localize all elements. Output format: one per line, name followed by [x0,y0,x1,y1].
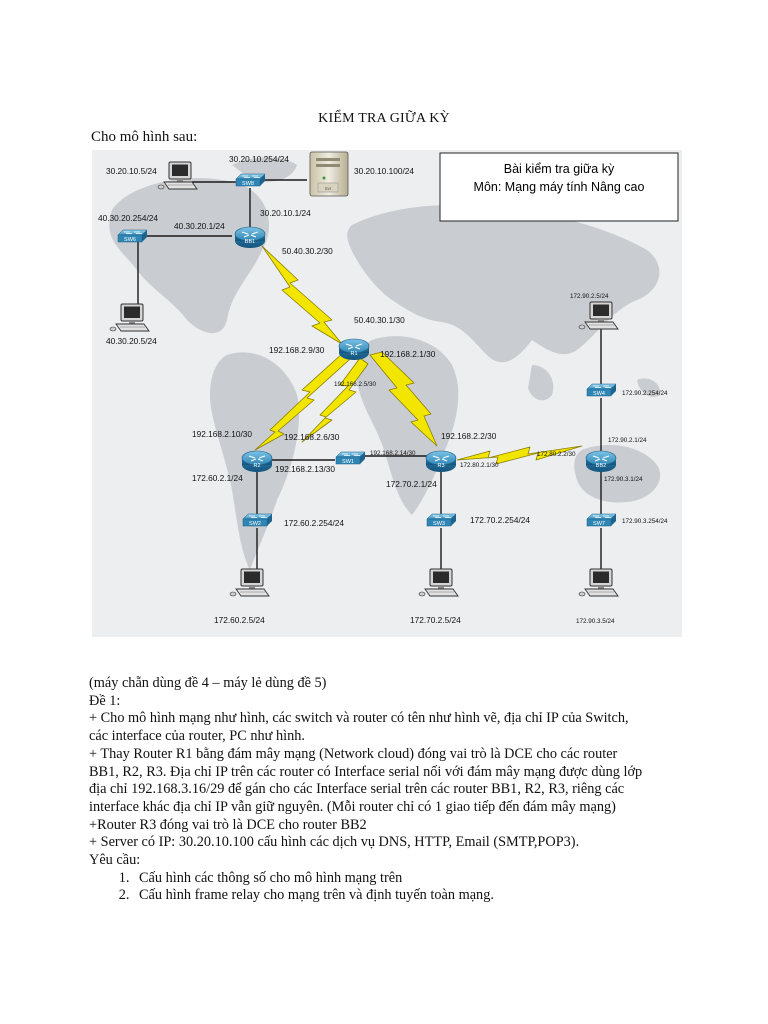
requirements-heading: Yêu cầu: [89,852,141,869]
label-bb1-lan6: 40.30.20.1/24 [174,221,225,231]
svg-text:BB2: BB2 [596,463,606,469]
label-server-ip: 30.20.10.100/24 [354,166,414,176]
svg-text:Svr: Svr [325,186,332,191]
page-title: KIỂM TRA GIỮA KỲ [318,111,450,126]
body-line: interface khác địa chỉ IP vẫn giữ nguyên… [89,798,616,815]
label-bb2-lan4: 172.90.2.1/24 [608,437,647,444]
label-r3-lan: 172.70.2.1/24 [386,479,437,489]
label-sw4-ip: 172.90.2.254/24 [622,390,668,397]
label-bb2-serial: 172.80.2.2/30 [537,451,576,458]
body-line: địa chỉ 192.168.3.16/29 để gán cho các I… [89,781,625,798]
label-sw1-r3: 192.168.2.14/30 [370,450,416,457]
label-bb2-lan7: 172.90.3.1/24 [604,476,643,483]
label-r1-serial-r3: 192.168.2.1/30 [380,349,436,359]
svg-text:BB1: BB1 [245,239,255,245]
label-bb1-serial: 50.40.30.2/30 [282,246,333,256]
intro-text: Cho mô hình sau: [91,129,198,145]
label-pc-right-top: 172.90.2.5/24 [570,293,609,300]
label-r2-lan: 172.60.2.1/24 [192,473,243,483]
requirement-item: Cấu hình frame relay cho mạng trên và đị… [133,887,689,905]
label-r1-serial-bb1: 50.40.30.1/30 [354,315,405,325]
svg-text:R2: R2 [253,463,260,469]
requirements-list: Cấu hình các thông số cho mô hình mạng t… [89,870,689,905]
exam-body: (máy chẵn dùng đề 4 – máy lẻ dùng đề 5) … [89,675,689,905]
svg-text:SW3: SW3 [433,521,445,527]
body-line: + Thay Router R1 bằng đám mây mạng (Netw… [89,745,618,762]
label-r2-sw1: 192.168.2.13/30 [275,464,335,474]
svg-text:R1: R1 [350,351,357,357]
network-diagram: Bài kiểm tra giữa kỳ Môn: Mạng máy tính … [92,150,682,637]
body-line: +Router R3 đóng vai trò là DCE cho route… [89,816,367,833]
label-sw7-ip: 172.90.3.254/24 [622,518,668,525]
label-pc-r3: 172.70.2.5/24 [410,615,461,625]
body-line: + Server có IP: 30.20.10.100 cấu hình cá… [89,834,580,851]
body-line: BB1, R2, R3. Địa chỉ IP trên các router … [89,763,643,780]
label-r2-serial-r1: 192.168.2.10/30 [192,429,252,439]
label-pc-top: 30.20.10.5/24 [106,166,157,176]
svg-text:SW2: SW2 [249,521,261,527]
svg-text:SW1: SW1 [342,459,354,465]
label-r2-serial-r1b: 192.168.2.6/30 [284,432,340,442]
body-line: Đề 1: [89,692,121,709]
body-line: + Cho mô hình mạng như hình, các switch … [89,710,629,727]
label-r3-serial-r1: 192.168.2.2/30 [441,431,497,441]
svg-text:SW8: SW8 [242,181,254,187]
label-pc-right-bottom: 172.90.3.5/24 [576,618,615,625]
svg-text:SW4: SW4 [593,391,605,397]
body-line: các interface của router, PC như hình. [89,728,305,745]
label-sw2-ip: 172.60.2.254/24 [284,518,344,528]
label-r1-serial-r2: 192.168.2.9/30 [269,345,325,355]
svg-text:SW7: SW7 [593,521,605,527]
svg-text:R3: R3 [437,463,444,469]
requirement-item: Cấu hình các thông số cho mô hình mạng t… [133,870,689,888]
label-pc-left: 40.30.20.5/24 [106,336,157,346]
body-line: (máy chẵn dùng đề 4 – máy lẻ dùng đề 5) [89,675,327,691]
label-r1-r2-mid: 192.168.2.5/30 [334,381,377,388]
label-bb1-lan8: 30.20.10.1/24 [260,208,311,218]
label-r3-serial-bb2: 172.80.2.1/30 [460,462,499,469]
info-box-subject: Môn: Mạng máy tính Nâng cao [474,180,645,194]
label-pc-r2: 172.60.2.5/24 [214,615,265,625]
label-sw8-ip: 30.20.10.254/24 [229,154,289,164]
server-icon [309,151,349,197]
svg-text:SW6: SW6 [124,237,136,243]
label-sw6-ip: 40.30.20.254/24 [98,213,158,223]
label-sw3-ip: 172.70.2.254/24 [470,515,530,525]
info-box-title: Bài kiểm tra giữa kỳ [504,162,615,176]
